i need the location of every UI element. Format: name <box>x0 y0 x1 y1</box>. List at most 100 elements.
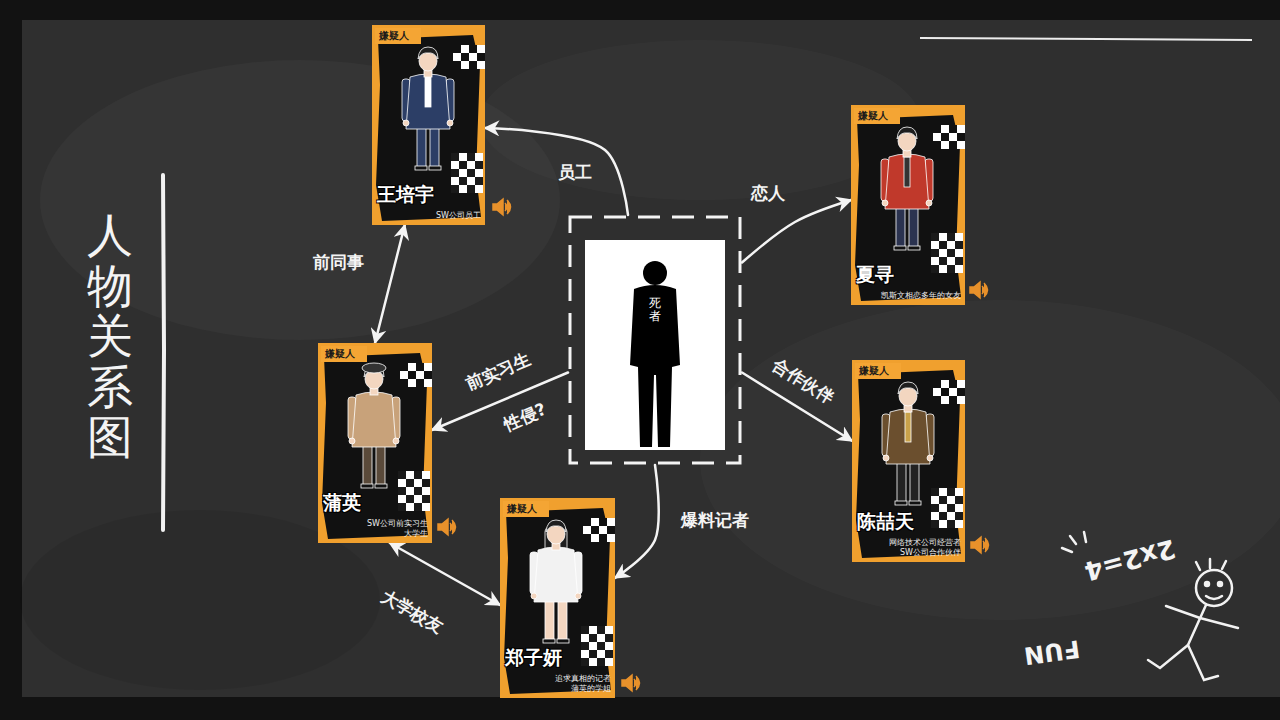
checker-square <box>591 518 599 526</box>
suspect-card: 嫌疑人郑子妍追求真相的记者 蒲英的学姐 <box>500 498 615 698</box>
checker-square <box>475 169 483 177</box>
victim-label: 死者 <box>649 297 661 323</box>
figure-hand <box>349 438 355 444</box>
brush-panel <box>856 370 961 558</box>
checker-square <box>459 161 467 169</box>
suspect-tag: 嫌疑人 <box>379 29 409 43</box>
checker-square <box>939 488 947 496</box>
checker-square <box>475 185 483 193</box>
checker-square <box>949 141 957 149</box>
stick-figure-eye <box>1218 582 1222 586</box>
checker-square <box>933 125 941 133</box>
figure-hand <box>447 120 453 126</box>
card-ground <box>851 105 965 305</box>
checker-square <box>939 504 947 512</box>
checker-square <box>947 504 955 512</box>
checker-square <box>931 488 939 496</box>
checker-square <box>406 487 414 495</box>
checker-square <box>931 520 939 528</box>
figure-hair <box>897 127 917 139</box>
checker-square <box>605 634 613 642</box>
checker-square <box>949 388 957 396</box>
checker-square <box>416 379 424 387</box>
figure-hand <box>531 593 537 599</box>
figure-leg <box>897 460 906 502</box>
checker-square <box>451 185 459 193</box>
checker-square <box>931 265 939 273</box>
figure-hair <box>898 382 918 394</box>
checker-square <box>941 141 949 149</box>
checker-square <box>941 388 949 396</box>
checker-square <box>581 642 589 650</box>
checker-square <box>414 495 422 503</box>
checker-square <box>398 503 406 511</box>
chalk-sparkle <box>1062 532 1086 552</box>
checker-square <box>599 534 607 542</box>
checker-square <box>459 169 467 177</box>
checker-square <box>949 380 957 388</box>
relation-label: 前同事 <box>313 251 364 274</box>
relation-arrow <box>485 128 628 215</box>
figure-leg <box>417 125 426 167</box>
checker-square <box>607 534 615 542</box>
checker-square <box>933 388 941 396</box>
victim-box: 死者 <box>568 215 742 465</box>
checker-square <box>424 379 432 387</box>
checker-square <box>467 161 475 169</box>
checker-square <box>477 61 485 69</box>
checker-square <box>949 125 957 133</box>
checker-square <box>605 658 613 666</box>
checker-square <box>931 496 939 504</box>
speaker-icon <box>438 519 456 535</box>
checker-square <box>597 650 605 658</box>
checker-square <box>931 233 939 241</box>
figure-shoe <box>415 166 427 170</box>
checker-square <box>451 169 459 177</box>
suspect-tag: 嫌疑人 <box>325 347 355 361</box>
stick-figure-arms <box>1166 606 1238 628</box>
speaker-icon <box>971 537 989 553</box>
figure-shoe <box>543 639 555 643</box>
checker-square <box>422 487 430 495</box>
checker-square <box>467 185 475 193</box>
character-figure <box>530 520 582 643</box>
checker-square <box>400 363 408 371</box>
figure-hair <box>546 520 566 532</box>
figure-hand <box>575 593 581 599</box>
checker-square <box>400 379 408 387</box>
checker-square <box>939 233 947 241</box>
checker-square <box>406 503 414 511</box>
checker-square <box>939 512 947 520</box>
character-name: 夏寻 <box>856 262 894 288</box>
checker-square <box>957 133 965 141</box>
checker-square <box>957 396 965 404</box>
figure-shoe <box>908 246 920 250</box>
checker-square <box>941 125 949 133</box>
figure-shirt <box>425 77 431 107</box>
checker-square <box>947 257 955 265</box>
figure-hand <box>403 120 409 126</box>
checker-square <box>583 518 591 526</box>
checker-square <box>947 488 955 496</box>
checker-square <box>453 61 461 69</box>
checker-square <box>400 371 408 379</box>
figure-torso <box>406 74 450 129</box>
figure-hand <box>393 438 399 444</box>
checker-square <box>931 504 939 512</box>
brush-panel <box>855 115 961 301</box>
checker-square <box>461 53 469 61</box>
stick-figure-head <box>1196 570 1232 606</box>
checker-square <box>933 133 941 141</box>
brush-panel <box>504 508 611 694</box>
checker-square <box>408 371 416 379</box>
character-figure <box>882 382 934 505</box>
checker-square <box>398 495 406 503</box>
checker-square <box>475 161 483 169</box>
node-art <box>568 215 742 465</box>
relation-arrow <box>615 465 659 578</box>
checker-square <box>461 45 469 53</box>
checker-square <box>581 634 589 642</box>
dashed-frame <box>570 217 740 463</box>
checker-square <box>947 265 955 273</box>
